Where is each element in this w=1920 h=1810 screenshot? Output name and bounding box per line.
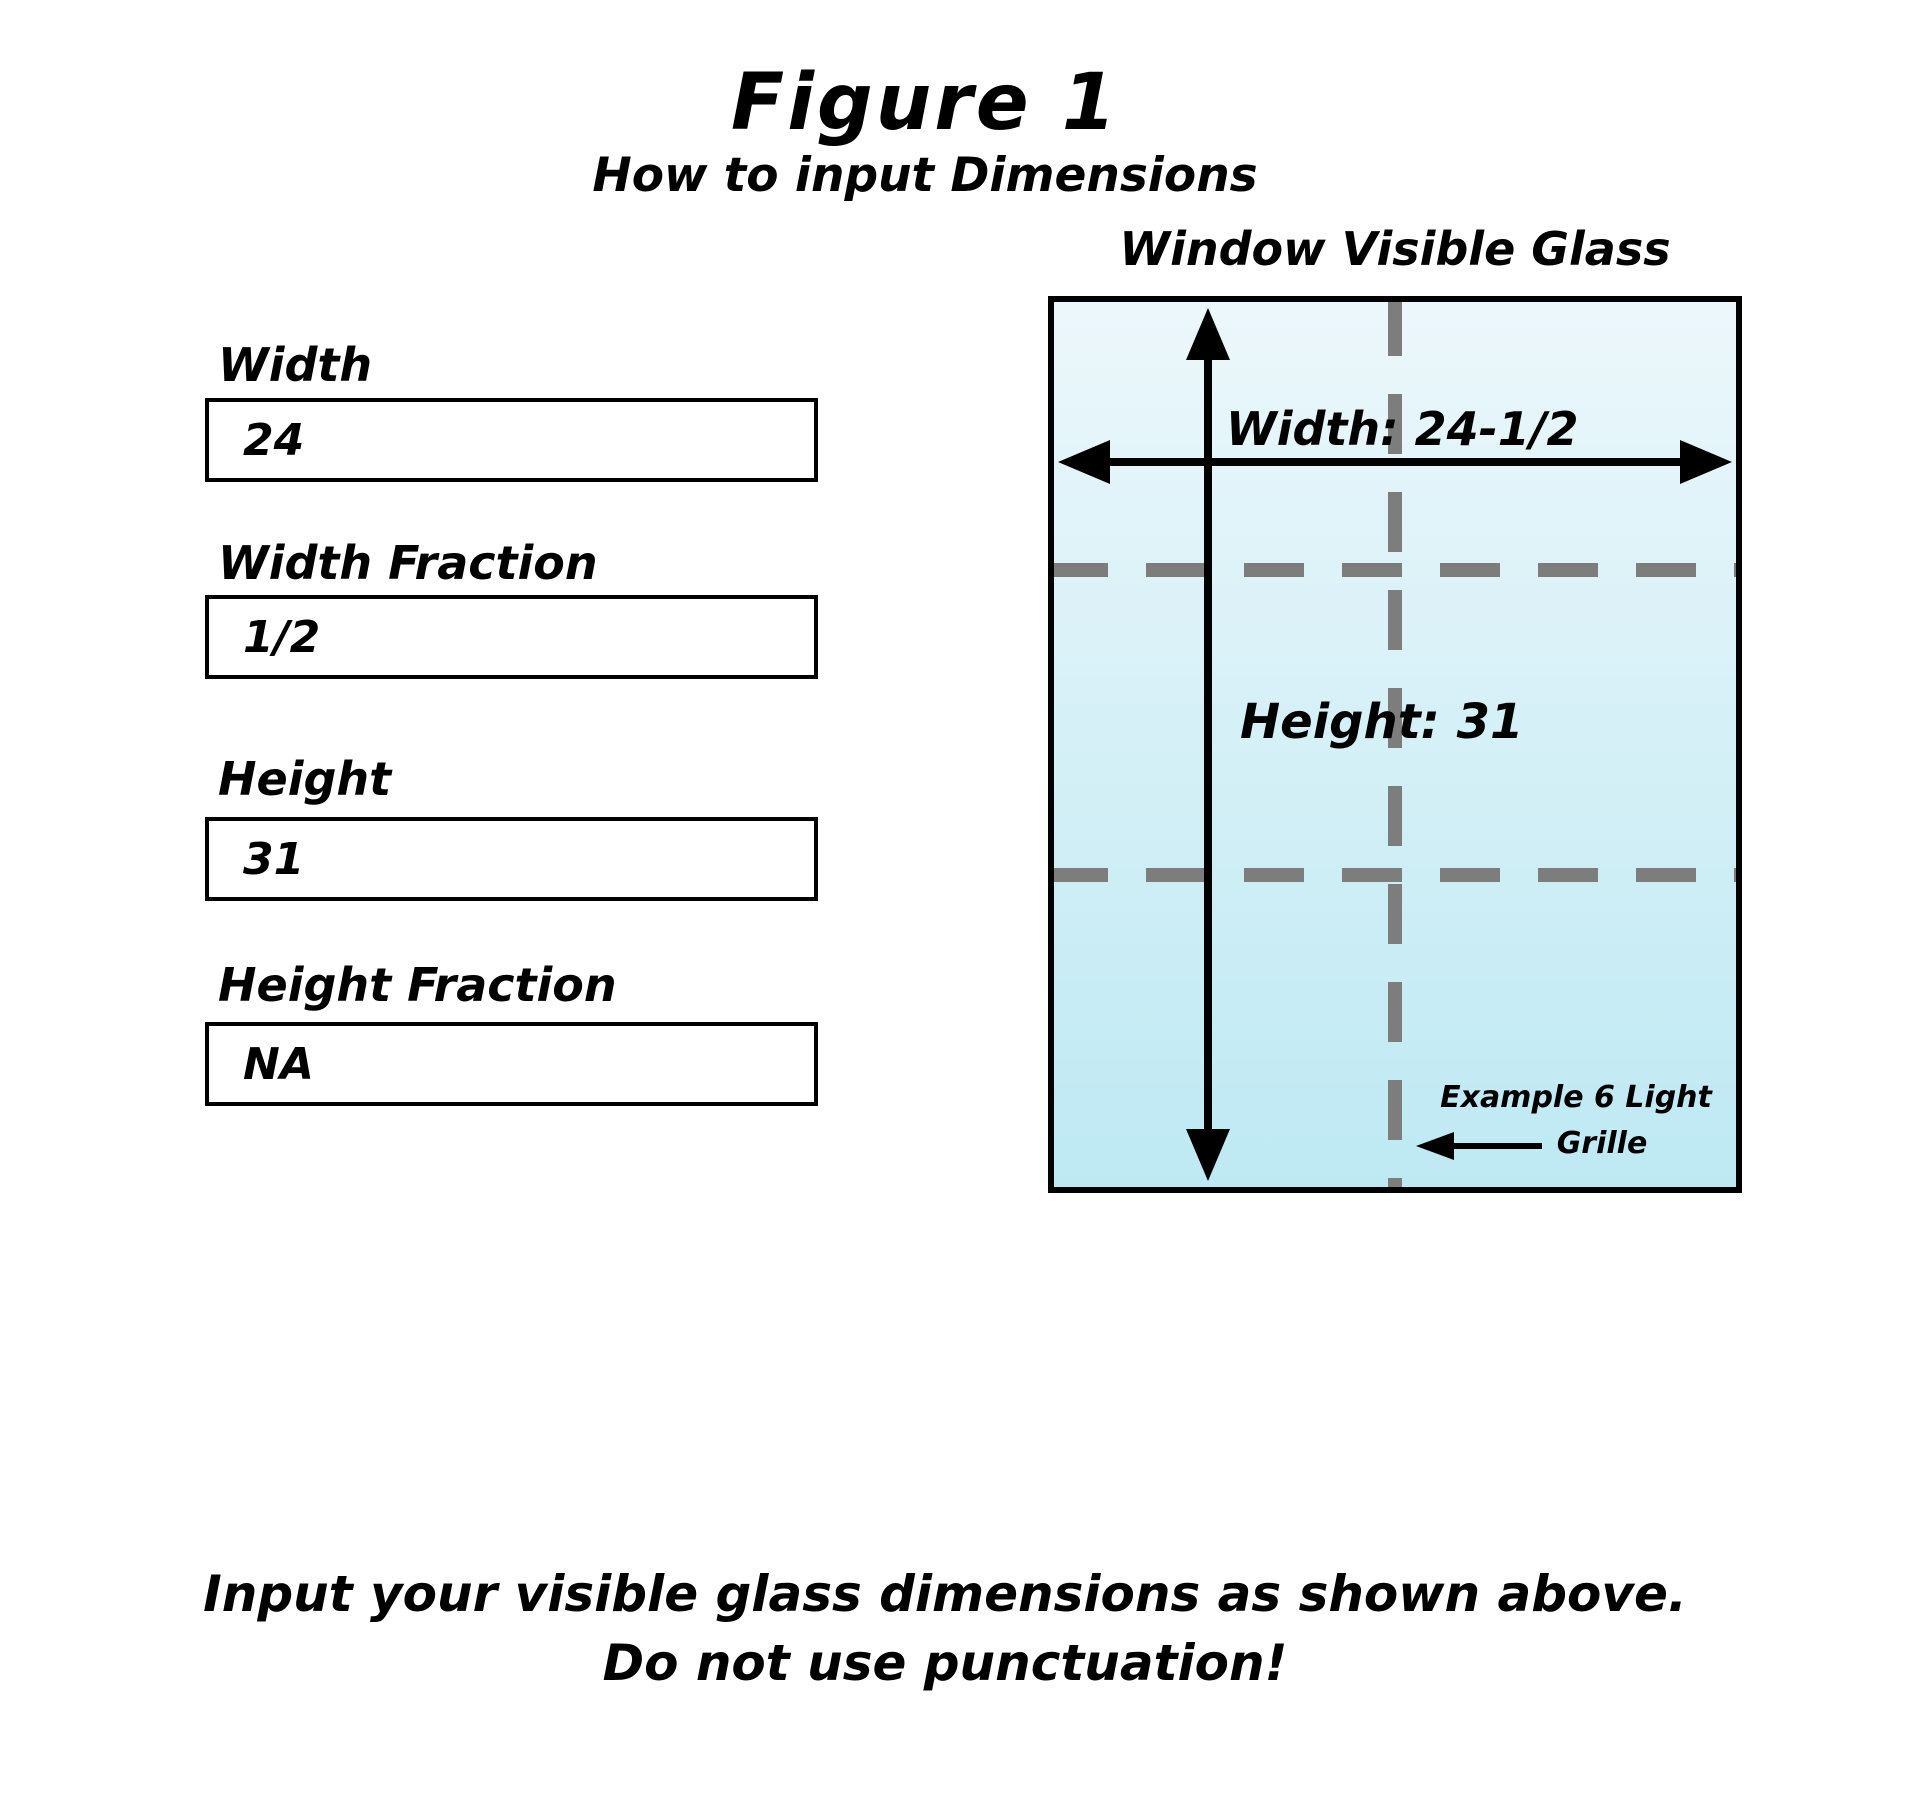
width-fraction-field-value: 1/2 <box>243 611 321 663</box>
height-field-box: 31 <box>205 817 818 901</box>
footer-instruction: Input your visible glass dimensions as s… <box>203 1565 1687 1623</box>
width-field-box: 24 <box>205 398 818 482</box>
width-dimension-label: Width: 24-1/2 <box>1226 402 1579 456</box>
window-diagram <box>1054 302 1736 1187</box>
window-heading: Window Visible Glass <box>1119 222 1671 276</box>
figure-subtitle: How to input Dimensions <box>592 148 1258 203</box>
figure-title: Figure 1 <box>730 58 1120 148</box>
width-field-label: Width <box>218 338 373 392</box>
height-field-label: Height <box>218 752 392 806</box>
height-dimension-label: Height: 31 <box>1240 694 1524 750</box>
width-arrow <box>1058 440 1732 484</box>
height-fraction-field-value: NA <box>243 1038 314 1090</box>
grille-pointer-arrow <box>1416 1132 1542 1160</box>
height-fraction-field-label: Height Fraction <box>218 958 617 1012</box>
width-fraction-field-label: Width Fraction <box>218 536 598 590</box>
grille-note-line2: Grille <box>1556 1126 1648 1161</box>
window-visible-glass: Width: 24-1/2 Height: 31 Example 6 Light… <box>1048 296 1742 1193</box>
height-arrow <box>1186 308 1230 1181</box>
height-field-value: 31 <box>243 833 305 885</box>
grille-note-line1: Example 6 Light <box>1440 1080 1712 1115</box>
height-fraction-field-box: NA <box>205 1022 818 1106</box>
width-field-value: 24 <box>243 414 305 466</box>
width-fraction-field-box: 1/2 <box>205 595 818 679</box>
footer-warning: Do not use punctuation! <box>602 1634 1288 1692</box>
